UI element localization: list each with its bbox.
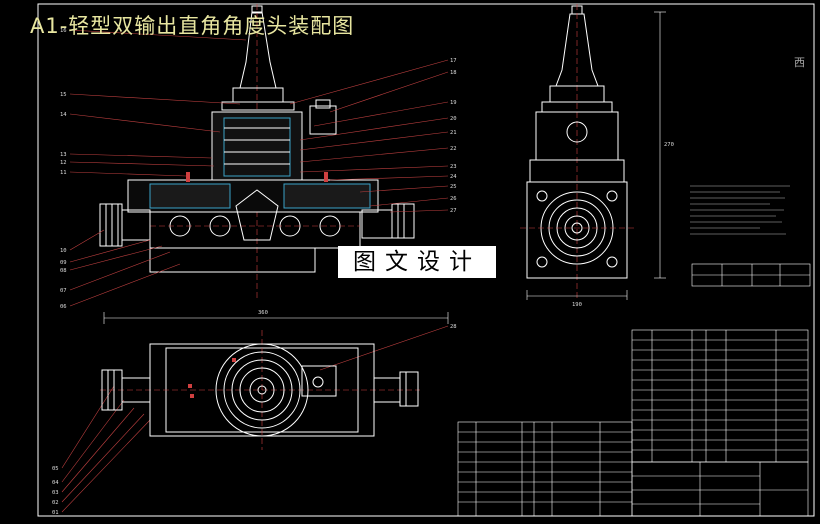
bottom-balloon-group: 05 04 03 02 01 bbox=[52, 466, 59, 516]
balloon-12: 12 bbox=[60, 160, 67, 166]
bill-of-materials-lower bbox=[457, 421, 633, 517]
balloon-21: 21 bbox=[450, 130, 457, 136]
drawing-title: A1-轻型双输出直角角度头装配图 bbox=[30, 14, 355, 38]
balloon-28: 28 bbox=[450, 324, 457, 330]
balloon-27: 27 bbox=[450, 208, 457, 214]
balloon-26: 26 bbox=[450, 196, 457, 202]
front-section-view bbox=[99, 4, 415, 300]
balloon-05: 05 bbox=[52, 466, 59, 472]
balloon-04: 04 bbox=[52, 480, 59, 486]
drawing-frame bbox=[37, 3, 815, 517]
corner-text: 西 bbox=[794, 56, 805, 69]
balloon-03: 03 bbox=[52, 490, 59, 496]
balloon-25: 25 bbox=[450, 184, 457, 190]
left-balloon-group: 16 15 14 13 12 11 10 09 08 07 06 bbox=[60, 28, 67, 310]
title-block bbox=[631, 461, 809, 517]
balloon-15: 15 bbox=[60, 92, 67, 98]
balloon-18: 18 bbox=[450, 70, 457, 76]
side-view bbox=[520, 4, 666, 300]
balloon-17: 17 bbox=[450, 58, 457, 64]
balloon-19: 19 bbox=[450, 100, 457, 106]
bill-of-materials-upper bbox=[631, 329, 809, 463]
balloon-01: 01 bbox=[52, 510, 59, 516]
balloon-16: 16 bbox=[60, 28, 67, 34]
balloon-22: 22 bbox=[450, 146, 457, 152]
watermark: 图文设计 bbox=[338, 246, 496, 278]
balloon-02: 02 bbox=[52, 500, 59, 506]
balloon-09: 09 bbox=[60, 260, 67, 266]
balloon-14: 14 bbox=[60, 112, 67, 118]
balloon-11: 11 bbox=[60, 170, 67, 176]
balloon-24: 24 bbox=[450, 174, 457, 180]
parameter-table bbox=[691, 263, 811, 287]
balloon-06: 06 bbox=[60, 304, 67, 310]
right-balloon-group: 17 18 19 20 21 22 23 24 25 26 27 bbox=[450, 58, 457, 214]
balloon-08: 08 bbox=[60, 268, 67, 274]
dimension-side-width: 190 bbox=[572, 302, 582, 308]
balloon-07: 07 bbox=[60, 288, 67, 294]
leader-lines bbox=[61, 29, 449, 513]
technical-notes bbox=[690, 185, 790, 235]
balloon-13: 13 bbox=[60, 152, 67, 158]
balloon-23: 23 bbox=[450, 164, 457, 170]
balloon-10: 10 bbox=[60, 248, 67, 254]
top-view bbox=[100, 312, 449, 450]
dimension-top-width: 360 bbox=[258, 310, 268, 316]
dimension-side-height: 270 bbox=[664, 142, 674, 148]
balloon-20: 20 bbox=[450, 116, 457, 122]
